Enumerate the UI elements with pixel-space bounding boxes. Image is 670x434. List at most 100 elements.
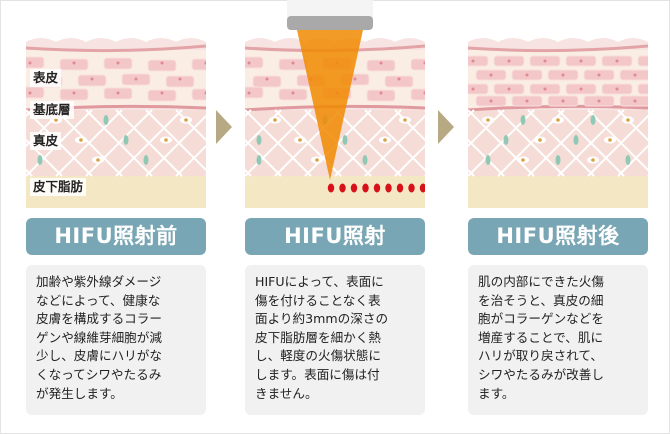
fibroblast	[256, 155, 262, 165]
cell	[637, 83, 648, 95]
collagen-fiber	[617, 144, 648, 177]
collagen-fiber	[587, 114, 648, 177]
cell-nucleus	[597, 73, 601, 77]
heat-point	[385, 183, 392, 193]
cell	[366, 89, 396, 102]
panel-title: HIFU照射	[245, 218, 425, 255]
subcutaneous-fat-layer	[468, 176, 648, 208]
cell-nucleus	[291, 91, 295, 95]
cell	[410, 88, 425, 101]
cell-nucleus	[507, 59, 511, 63]
collagen-fiber	[55, 109, 123, 177]
heat-point	[362, 183, 369, 193]
cell-nucleus	[543, 59, 547, 63]
surface-line	[26, 44, 206, 53]
label-dermis: 真皮	[30, 132, 62, 150]
cell-nucleus	[247, 61, 251, 65]
fibroblast	[573, 135, 579, 145]
cell-nucleus	[379, 61, 383, 65]
fibroblast	[103, 115, 109, 125]
fibroblast	[503, 135, 509, 145]
fibroblast	[485, 155, 491, 165]
label-epidermis: 表皮	[30, 69, 62, 87]
heat-point	[396, 183, 404, 193]
panel-title: HIFU照射前	[26, 218, 206, 255]
cell-nucleus	[561, 99, 565, 103]
heat-point	[339, 183, 346, 193]
cell-nucleus	[379, 91, 383, 95]
cell-nucleus	[489, 99, 493, 103]
cell	[410, 58, 425, 71]
cell	[468, 55, 489, 67]
cell-nucleus	[72, 61, 76, 65]
panel-title: HIFU照射後	[468, 218, 648, 255]
cell-nucleus	[521, 158, 525, 162]
cell-nucleus	[507, 87, 511, 91]
skin-illustration-during	[245, 0, 425, 208]
collagen-fiber	[145, 114, 206, 177]
cell-nucleus	[160, 61, 164, 65]
cell	[366, 59, 396, 72]
cell-nucleus	[160, 91, 164, 95]
cell	[252, 75, 282, 88]
fibroblast	[625, 155, 631, 165]
cell-nucleus	[525, 73, 529, 77]
cell-nucleus	[90, 77, 94, 81]
cell-nucleus	[134, 77, 138, 81]
cell-nucleus	[291, 61, 295, 65]
heat-point	[419, 183, 425, 193]
collagen-fiber	[557, 109, 625, 177]
cell-nucleus	[315, 158, 319, 162]
cell-nucleus	[615, 87, 619, 91]
cell-nucleus	[116, 61, 120, 65]
heat-point	[408, 183, 415, 193]
cell-nucleus	[538, 138, 542, 142]
cell	[26, 56, 45, 69]
fibroblast	[143, 155, 149, 165]
arrow-right-icon	[216, 110, 232, 144]
cell-nucleus	[486, 118, 490, 122]
ultrasound-beam	[297, 30, 363, 180]
label-basal-layer: 基底層	[30, 101, 74, 119]
collagen-fiber	[334, 109, 402, 177]
heat-point	[327, 183, 335, 193]
fibroblast	[123, 135, 129, 145]
cell-nucleus	[383, 138, 387, 142]
cell-nucleus	[489, 73, 493, 77]
cell	[245, 56, 264, 69]
cell-nucleus	[28, 61, 32, 65]
label-subcutaneous-fat: 皮下脂肪	[30, 178, 87, 196]
cell	[191, 58, 206, 71]
cell-nucleus	[79, 138, 83, 142]
cell-nucleus	[608, 138, 612, 142]
cell	[26, 86, 45, 99]
collagen-fiber	[175, 144, 206, 177]
cell-nucleus	[423, 91, 425, 95]
panel-description: 加齢や紫外線ダメージ などによって、健康な 皮膚を構成するコラー ゲンや線維芽細…	[26, 265, 206, 415]
collagen-fiber	[394, 144, 425, 177]
cell	[468, 83, 489, 95]
collagen-fiber	[115, 109, 183, 177]
collagen-fiber	[527, 109, 595, 177]
cell-nucleus	[247, 91, 251, 95]
arrow-right-icon	[438, 110, 454, 144]
subcutaneous-fat-layer	[245, 176, 425, 208]
cell-nucleus	[561, 73, 565, 77]
cell-nucleus	[298, 138, 302, 142]
surface-line	[468, 44, 648, 53]
cell	[245, 86, 264, 99]
cell-nucleus	[96, 158, 100, 162]
fibroblast	[342, 135, 348, 145]
cell-nucleus	[184, 118, 188, 122]
cell-nucleus	[633, 99, 637, 103]
fibroblast	[520, 115, 526, 125]
cell	[147, 89, 177, 102]
cell-nucleus	[116, 91, 120, 95]
cell-nucleus	[403, 118, 407, 122]
heat-point	[350, 183, 358, 193]
skin-illustration-before: 表皮 基底層 真皮 皮下脂肪	[26, 22, 206, 208]
heat-point	[373, 183, 381, 193]
cell-nucleus	[397, 77, 401, 81]
cell-nucleus	[556, 118, 560, 122]
panel-description: HIFUによって、表面に 傷を付けることなく表 面より約3mmの深さの 皮下脂肪…	[245, 265, 425, 415]
